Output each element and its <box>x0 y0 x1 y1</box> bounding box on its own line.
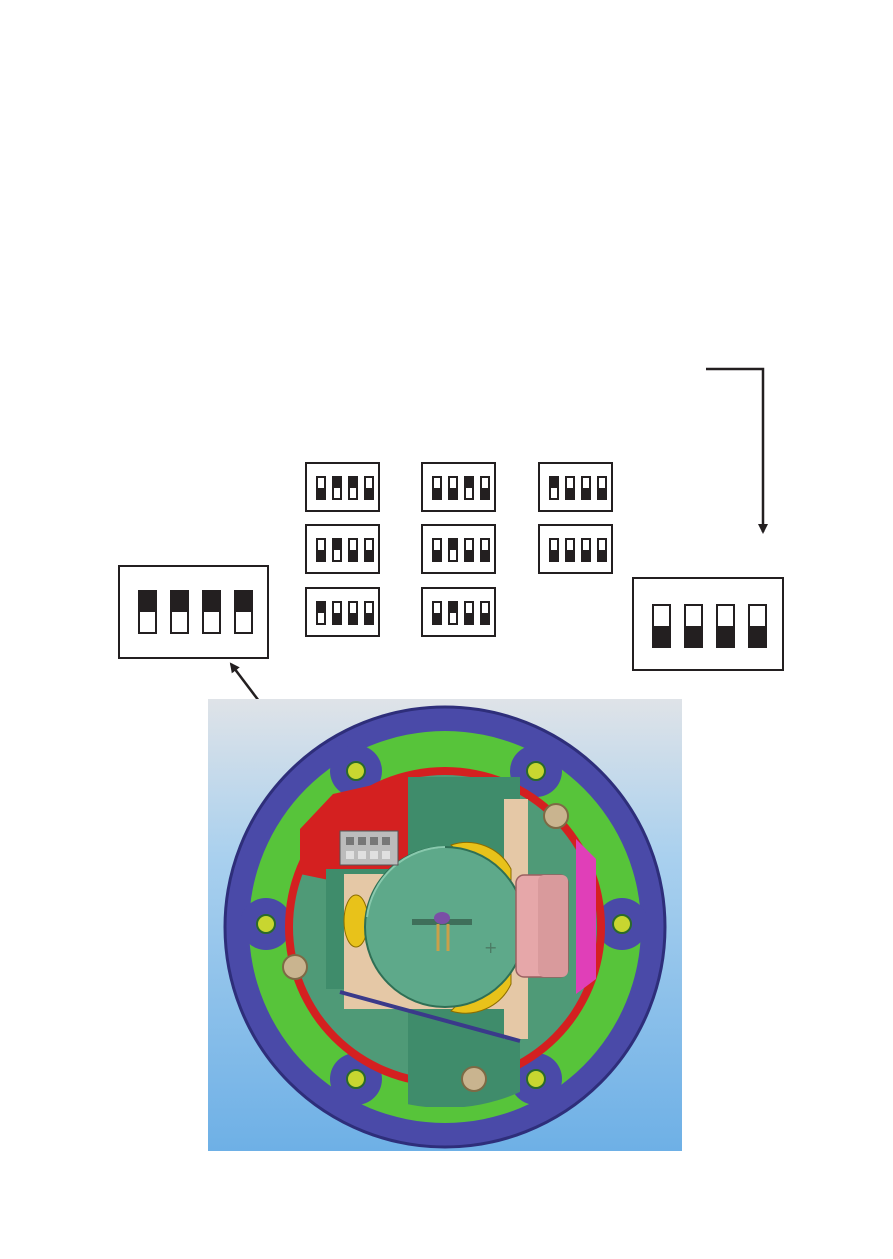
dip-switch-knob <box>482 540 488 550</box>
dip-switch-lever <box>448 476 458 500</box>
dip-switch-lever <box>234 590 253 634</box>
dip-switch-knob <box>686 606 701 626</box>
dip-switch-lever <box>684 604 703 648</box>
dip-switch-lever <box>480 601 490 625</box>
dip-switch-lever <box>581 476 591 500</box>
svg-text:+: + <box>484 938 497 957</box>
dip-switch-knob <box>482 478 488 488</box>
dip-switch-lever <box>480 476 490 500</box>
dip-switch-lever <box>332 601 342 625</box>
dip-switch-lever <box>364 476 374 500</box>
dip-switch-knob <box>466 488 472 498</box>
dip-switch-knob <box>318 613 324 623</box>
dip-switch-knob <box>366 478 372 488</box>
dip-switch-knob <box>450 613 456 623</box>
dip-switch-knob <box>567 478 573 488</box>
dip-switch-lever <box>316 538 326 562</box>
dip-switch-knob <box>450 478 456 488</box>
dip-switch-lever <box>597 476 607 500</box>
dip-switch-knob <box>204 612 219 632</box>
dip-switch-knob <box>599 540 605 550</box>
dip-switch-knob <box>583 478 589 488</box>
dip-switch-knob <box>172 612 187 632</box>
dip-switch-lever <box>348 476 358 500</box>
dip-switch-lever <box>332 538 342 562</box>
dip-switch-knob <box>466 603 472 613</box>
dip-switch-knob <box>140 612 155 632</box>
pointer-arrow-right <box>706 369 763 532</box>
dip-switch-setting-option <box>305 524 380 574</box>
dip-switch-knob <box>434 478 440 488</box>
dip-switch-knob <box>318 478 324 488</box>
dip-switch-knob <box>583 540 589 550</box>
dip-switch-setting-option <box>421 587 496 637</box>
dip-switch-lever <box>432 601 442 625</box>
dip-switch-detail-right <box>632 577 784 671</box>
dip-switch-lever <box>432 538 442 562</box>
dip-switch-knob <box>334 550 340 560</box>
dip-switch-lever <box>581 538 591 562</box>
dip-switch-knob <box>434 540 440 550</box>
dip-switch-lever <box>748 604 767 648</box>
dip-switch-lever <box>565 538 575 562</box>
dip-switch-lever <box>348 538 358 562</box>
dip-switch-setting-option <box>421 462 496 512</box>
dip-switch-lever <box>202 590 221 634</box>
dip-switch-knob <box>350 488 356 498</box>
dip-switch-lever <box>170 590 189 634</box>
dip-switch-lever <box>464 538 474 562</box>
dip-switch-knob <box>318 540 324 550</box>
dip-switch-knob <box>366 540 372 550</box>
dip-switch-lever <box>448 601 458 625</box>
device-interior-photo: + <box>208 699 682 1151</box>
dip-switch-lever <box>364 538 374 562</box>
dip-switch-knob <box>366 603 372 613</box>
dip-switch-lever <box>464 601 474 625</box>
dip-switch-knob <box>551 540 557 550</box>
dip-switch-lever <box>448 538 458 562</box>
dip-switch-knob <box>350 603 356 613</box>
dip-switch-lever <box>316 601 326 625</box>
dip-switch-setting-option <box>538 462 613 512</box>
dip-switch-icon <box>340 831 398 865</box>
dip-switch-lever <box>464 476 474 500</box>
dip-switch-knob <box>334 603 340 613</box>
dip-switch-lever <box>565 476 575 500</box>
dip-switch-setting-option <box>305 462 380 512</box>
dip-switch-knob <box>350 540 356 550</box>
dip-switch-lever <box>432 476 442 500</box>
dip-switch-lever <box>549 476 559 500</box>
dip-switch-lever <box>652 604 671 648</box>
dip-switch-lever <box>332 476 342 500</box>
dip-switch-knob <box>450 550 456 560</box>
dip-switch-lever <box>348 601 358 625</box>
dip-switch-knob <box>718 606 733 626</box>
dip-switch-knob <box>750 606 765 626</box>
dip-switch-lever <box>716 604 735 648</box>
dip-switch-lever <box>138 590 157 634</box>
dip-switch-knob <box>567 540 573 550</box>
dip-switch-knob <box>236 612 251 632</box>
dip-switch-lever <box>480 538 490 562</box>
dip-switch-knob <box>654 606 669 626</box>
dip-switch-lever <box>316 476 326 500</box>
dip-switch-knob <box>334 488 340 498</box>
device-illustration: + <box>208 699 682 1151</box>
dip-switch-knob <box>482 603 488 613</box>
dip-switch-detail-left <box>118 565 269 659</box>
dip-switch-knob <box>466 540 472 550</box>
dip-switch-knob <box>599 478 605 488</box>
dip-switch-lever <box>597 538 607 562</box>
dip-switch-knob <box>551 488 557 498</box>
dip-switch-setting-option <box>421 524 496 574</box>
dip-switch-setting-option <box>305 587 380 637</box>
dip-switch-lever <box>549 538 559 562</box>
dip-switch-setting-option <box>538 524 613 574</box>
dip-switch-knob <box>434 603 440 613</box>
dip-switch-lever <box>364 601 374 625</box>
